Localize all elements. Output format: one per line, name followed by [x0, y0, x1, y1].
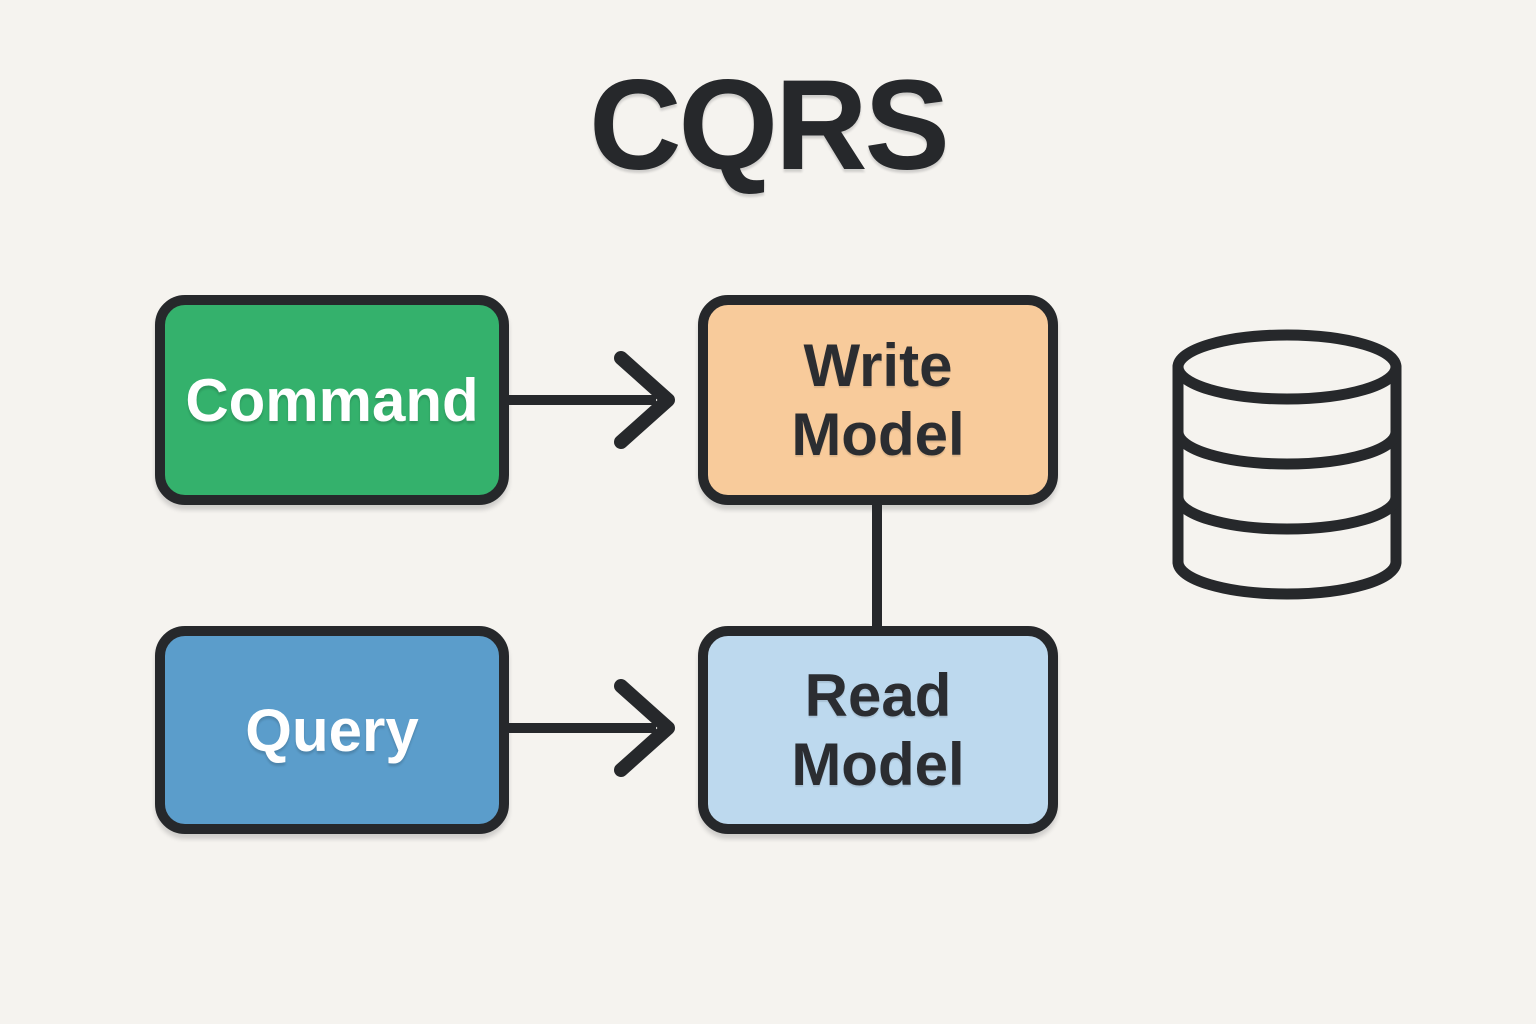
node-read-model-label: Read Model [791, 662, 965, 798]
node-query: Query [155, 626, 509, 834]
node-command-label: Command [185, 366, 479, 434]
node-read-model: Read Model [698, 626, 1058, 834]
node-write-model: Write Model [698, 295, 1058, 505]
arrow-command-to-write-model [505, 351, 675, 449]
node-command: Command [155, 295, 509, 505]
diagram-title: CQRS [589, 54, 950, 197]
node-write-model-label: Write Model [791, 332, 965, 468]
arrow-query-to-read-model [505, 679, 675, 777]
database-icon [1172, 329, 1402, 600]
node-query-label: Query [245, 696, 419, 764]
